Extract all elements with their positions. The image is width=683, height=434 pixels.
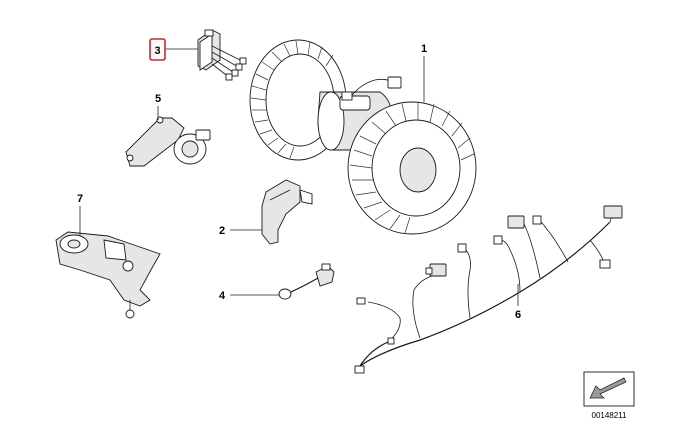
callout-7[interactable]: 7 [77,193,83,205]
blower-resistor[interactable] [197,29,247,81]
callout-3[interactable]: 3 [154,45,160,57]
callout-numbers: 1 2 3 4 5 6 7 [77,38,521,321]
blower-motor-fan[interactable] [249,39,477,235]
callout-leaders [79,48,519,306]
callout-3-highlight [149,38,166,61]
flap-actuator[interactable] [55,231,161,319]
callout-1[interactable]: 1 [421,43,427,55]
callout-5[interactable]: 5 [155,93,161,105]
retaining-bracket[interactable] [261,179,313,245]
reference-box: 00148211 [583,371,635,420]
callout-6[interactable]: 6 [515,309,521,321]
actuator-motor[interactable] [125,116,211,167]
wiring-harness[interactable] [354,205,623,374]
callout-4[interactable]: 4 [219,290,226,302]
callout-2[interactable]: 2 [219,225,225,237]
direction-arrow-icon [589,377,627,399]
temperature-sensor[interactable] [278,263,335,300]
reference-number: 00148211 [592,411,628,420]
